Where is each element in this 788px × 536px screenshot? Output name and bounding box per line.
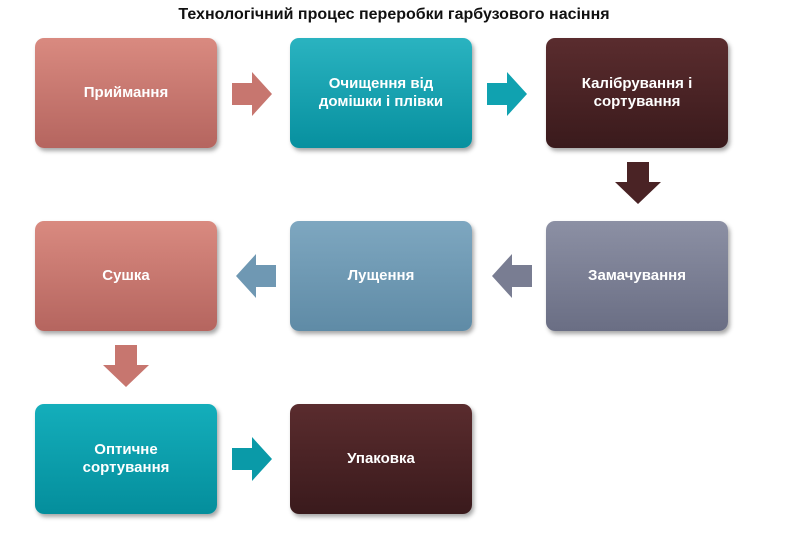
arrow-shape bbox=[492, 254, 532, 298]
step-soaking: Замачування bbox=[546, 221, 728, 331]
step-cleaning: Очищення від домішки і плівки bbox=[290, 38, 472, 148]
arrow-right-icon bbox=[232, 72, 272, 116]
arrow-shape bbox=[232, 72, 272, 116]
diagram-title: Технологічний процес переробки гарбузово… bbox=[178, 6, 610, 23]
step-label: Упаковка bbox=[347, 450, 415, 467]
arrow-shape bbox=[232, 437, 272, 481]
step-label: Калібрування і сортування bbox=[581, 75, 693, 110]
arrow-down-icon bbox=[615, 162, 661, 204]
step-label: Приймання bbox=[83, 84, 169, 101]
arrow-left-icon bbox=[492, 254, 532, 298]
arrow-shape bbox=[487, 72, 527, 116]
step-label: Лущення bbox=[347, 267, 415, 284]
step-optical-sorting: Оптичне сортування bbox=[35, 404, 217, 514]
arrow-left-icon bbox=[236, 254, 276, 298]
step-receiving: Приймання bbox=[35, 38, 217, 148]
arrow-down-icon bbox=[103, 345, 149, 387]
arrow-right-icon bbox=[232, 437, 272, 481]
arrow-shape bbox=[615, 162, 661, 204]
step-calibration-sorting: Калібрування і сортування bbox=[546, 38, 728, 148]
step-label: Очищення від домішки і плівки bbox=[318, 75, 444, 110]
arrow-shape bbox=[103, 345, 149, 387]
arrow-shape bbox=[236, 254, 276, 298]
arrow-right-icon bbox=[487, 72, 527, 116]
step-packaging: Упаковка bbox=[290, 404, 472, 514]
step-label: Замачування bbox=[588, 267, 686, 284]
step-drying: Сушка bbox=[35, 221, 217, 331]
step-label: Оптичне сортування bbox=[82, 441, 170, 476]
step-label: Сушка bbox=[102, 267, 150, 284]
step-hulling: Лущення bbox=[290, 221, 472, 331]
